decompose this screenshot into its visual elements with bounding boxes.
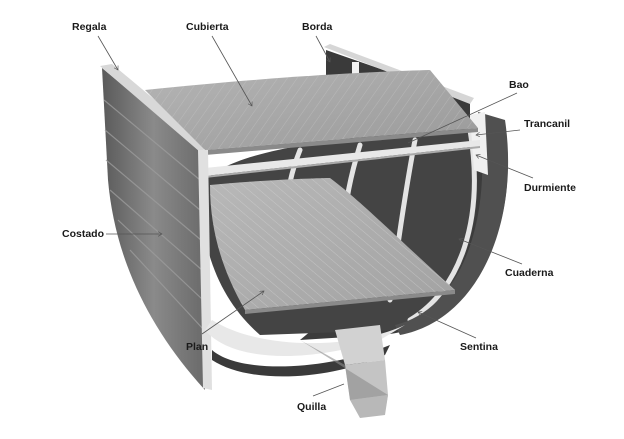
sentina-shell: [212, 345, 390, 377]
costado-shell: [100, 64, 210, 390]
label-quilla: Quilla: [297, 401, 327, 413]
label-durmiente: Durmiente: [524, 182, 576, 194]
label-plan: Plan: [186, 341, 209, 353]
label-sentina: Sentina: [460, 341, 498, 353]
bao-beam: [205, 140, 480, 178]
leader-lines: [97, 35, 534, 397]
quilla-keel: [300, 325, 388, 418]
label-cuaderna: Cuaderna: [505, 267, 554, 279]
label-bao: Bao: [509, 79, 529, 91]
plan-floor: [210, 178, 455, 314]
label-trancanil: Trancanil: [524, 118, 571, 130]
bottom-frame: [205, 320, 405, 357]
label-borda: Borda: [302, 21, 333, 33]
label-cubierta: Cubierta: [186, 21, 229, 33]
label-costado: Costado: [62, 228, 104, 240]
label-regala: Regala: [72, 21, 107, 33]
cubierta-deck: [145, 70, 478, 155]
